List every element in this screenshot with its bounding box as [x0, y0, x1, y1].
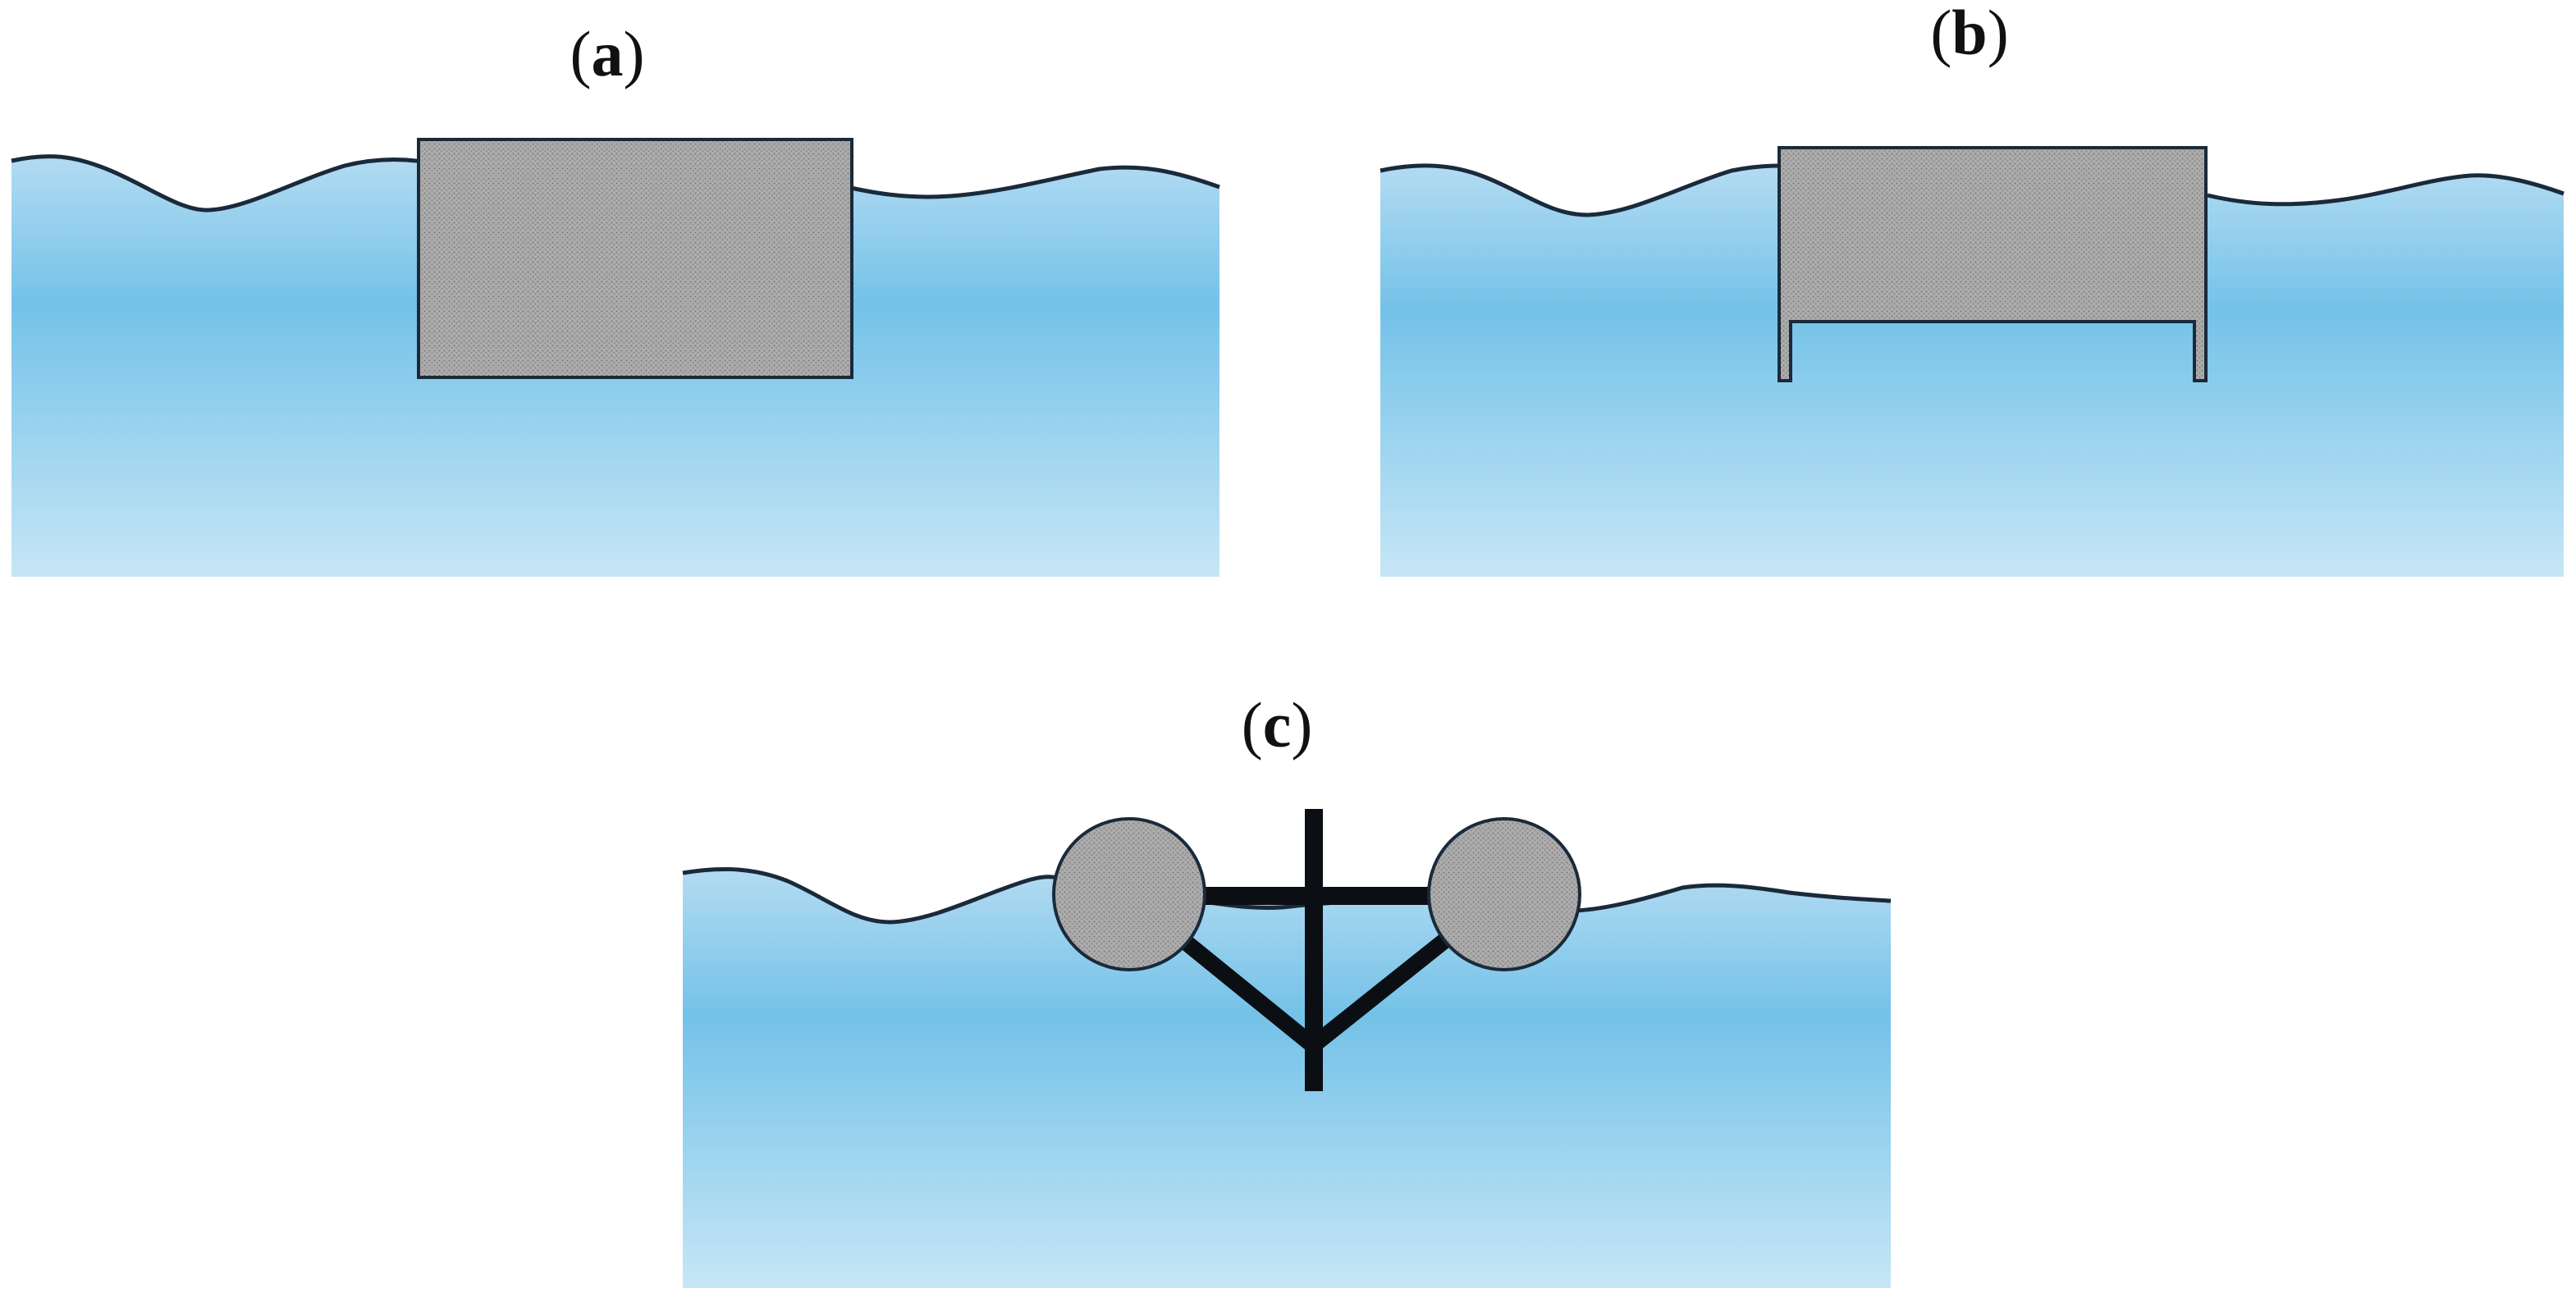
panel-c-label: (c) — [1242, 689, 1313, 761]
panel-b-water — [1380, 165, 2564, 577]
panel-a: (a) — [11, 18, 1220, 577]
panel-a-letter: a — [592, 18, 624, 89]
right-buoy-body — [1427, 817, 1581, 971]
panel-b-water-surface — [1380, 163, 2565, 217]
panel-b-letter: b — [1951, 0, 1987, 68]
panel-b-label: (b) — [1930, 0, 2008, 68]
panel-c-water — [683, 869, 1891, 1288]
trimaran-frame — [1151, 809, 1463, 1091]
panel-a-water-surface — [11, 154, 1220, 212]
panel-c: (c) — [682, 689, 1892, 1288]
panel-b: (b) — [1380, 0, 2565, 577]
inverted-channel-float-body — [1778, 146, 2208, 382]
panel-a-label: (a) — [570, 18, 645, 89]
box-float-body — [417, 138, 853, 379]
panel-c-letter: c — [1263, 689, 1292, 761]
frame-right-strut — [1306, 924, 1463, 1053]
left-buoy-body — [1052, 817, 1206, 971]
